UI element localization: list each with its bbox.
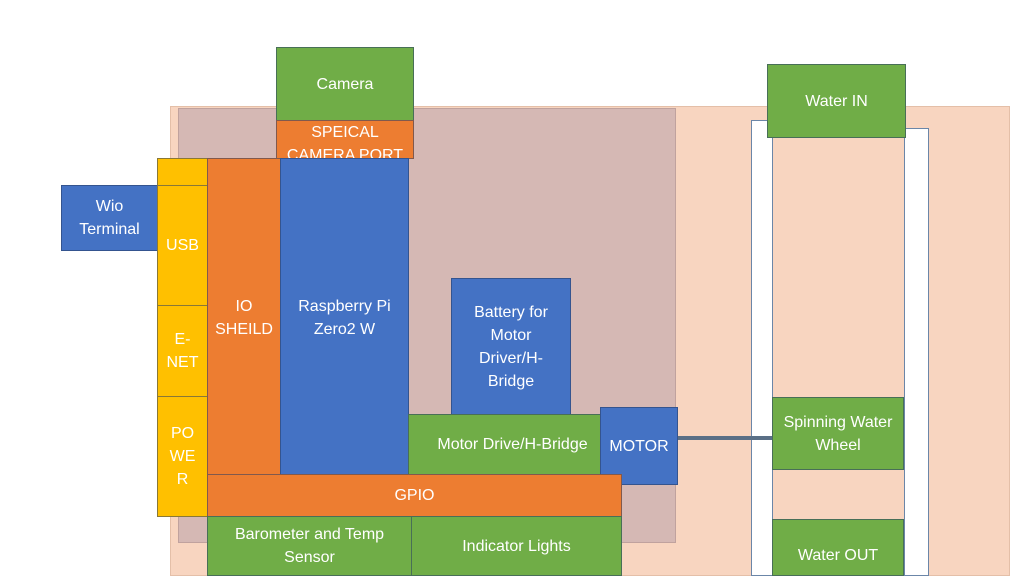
- camera-block: Camera: [276, 47, 414, 121]
- water-out-label: Water OUT: [797, 547, 879, 564]
- wio-terminal-block: Wio Terminal: [61, 185, 158, 251]
- indicator-lights-label: Indicator Lights: [462, 537, 571, 555]
- camera-label: Camera: [316, 75, 374, 93]
- motor-shaft-line: [676, 436, 794, 440]
- barometer-sensor-block: Barometer and Temp Sensor: [207, 516, 412, 576]
- pipe-right-wall: [904, 128, 929, 576]
- motor-driver-label: Motor Drive/H-Bridge: [437, 436, 588, 453]
- power-label: PO WE R: [169, 425, 196, 488]
- usb-top-cap: [157, 158, 208, 186]
- water-out-block: Water OUT: [772, 519, 904, 576]
- battery-block: Battery for Motor Driver/H- Bridge: [451, 278, 571, 416]
- io-shield-block: IO SHEILD: [207, 158, 281, 475]
- gpio-block: GPIO: [207, 474, 622, 517]
- pipe-left-wall: [751, 120, 773, 576]
- usb-label: USB: [166, 237, 199, 254]
- camera-port-block: SPEICAL CAMERA PORT: [276, 120, 414, 164]
- raspberry-pi-label: Raspberry Pi Zero2 W: [298, 298, 391, 338]
- barometer-sensor-label: Barometer and Temp Sensor: [234, 526, 385, 566]
- power-port-block: PO WE R: [157, 396, 208, 517]
- spinning-wheel-label: Spinning Water Wheel: [783, 413, 893, 454]
- battery-label: Battery for Motor Driver/H- Bridge: [474, 304, 548, 390]
- io-shield-label: IO SHEILD: [215, 298, 273, 338]
- indicator-lights-block: Indicator Lights: [411, 516, 622, 576]
- gpio-label: GPIO: [394, 487, 435, 504]
- usb-port-block: USB: [157, 185, 208, 306]
- raspberry-pi-block: Raspberry Pi Zero2 W: [280, 158, 409, 475]
- water-in-label: Water IN: [805, 92, 868, 110]
- wio-terminal-label: Wio Terminal: [79, 198, 140, 238]
- motor-driver-block: Motor Drive/H-Bridge: [408, 414, 601, 475]
- water-in-block: Water IN: [767, 64, 906, 138]
- ethernet-port-block: E- NET: [157, 305, 208, 397]
- motor-block: MOTOR: [600, 407, 678, 485]
- ethernet-label: E- NET: [166, 331, 199, 371]
- motor-label: MOTOR: [609, 437, 669, 455]
- spinning-wheel-block: Spinning Water Wheel: [772, 397, 904, 470]
